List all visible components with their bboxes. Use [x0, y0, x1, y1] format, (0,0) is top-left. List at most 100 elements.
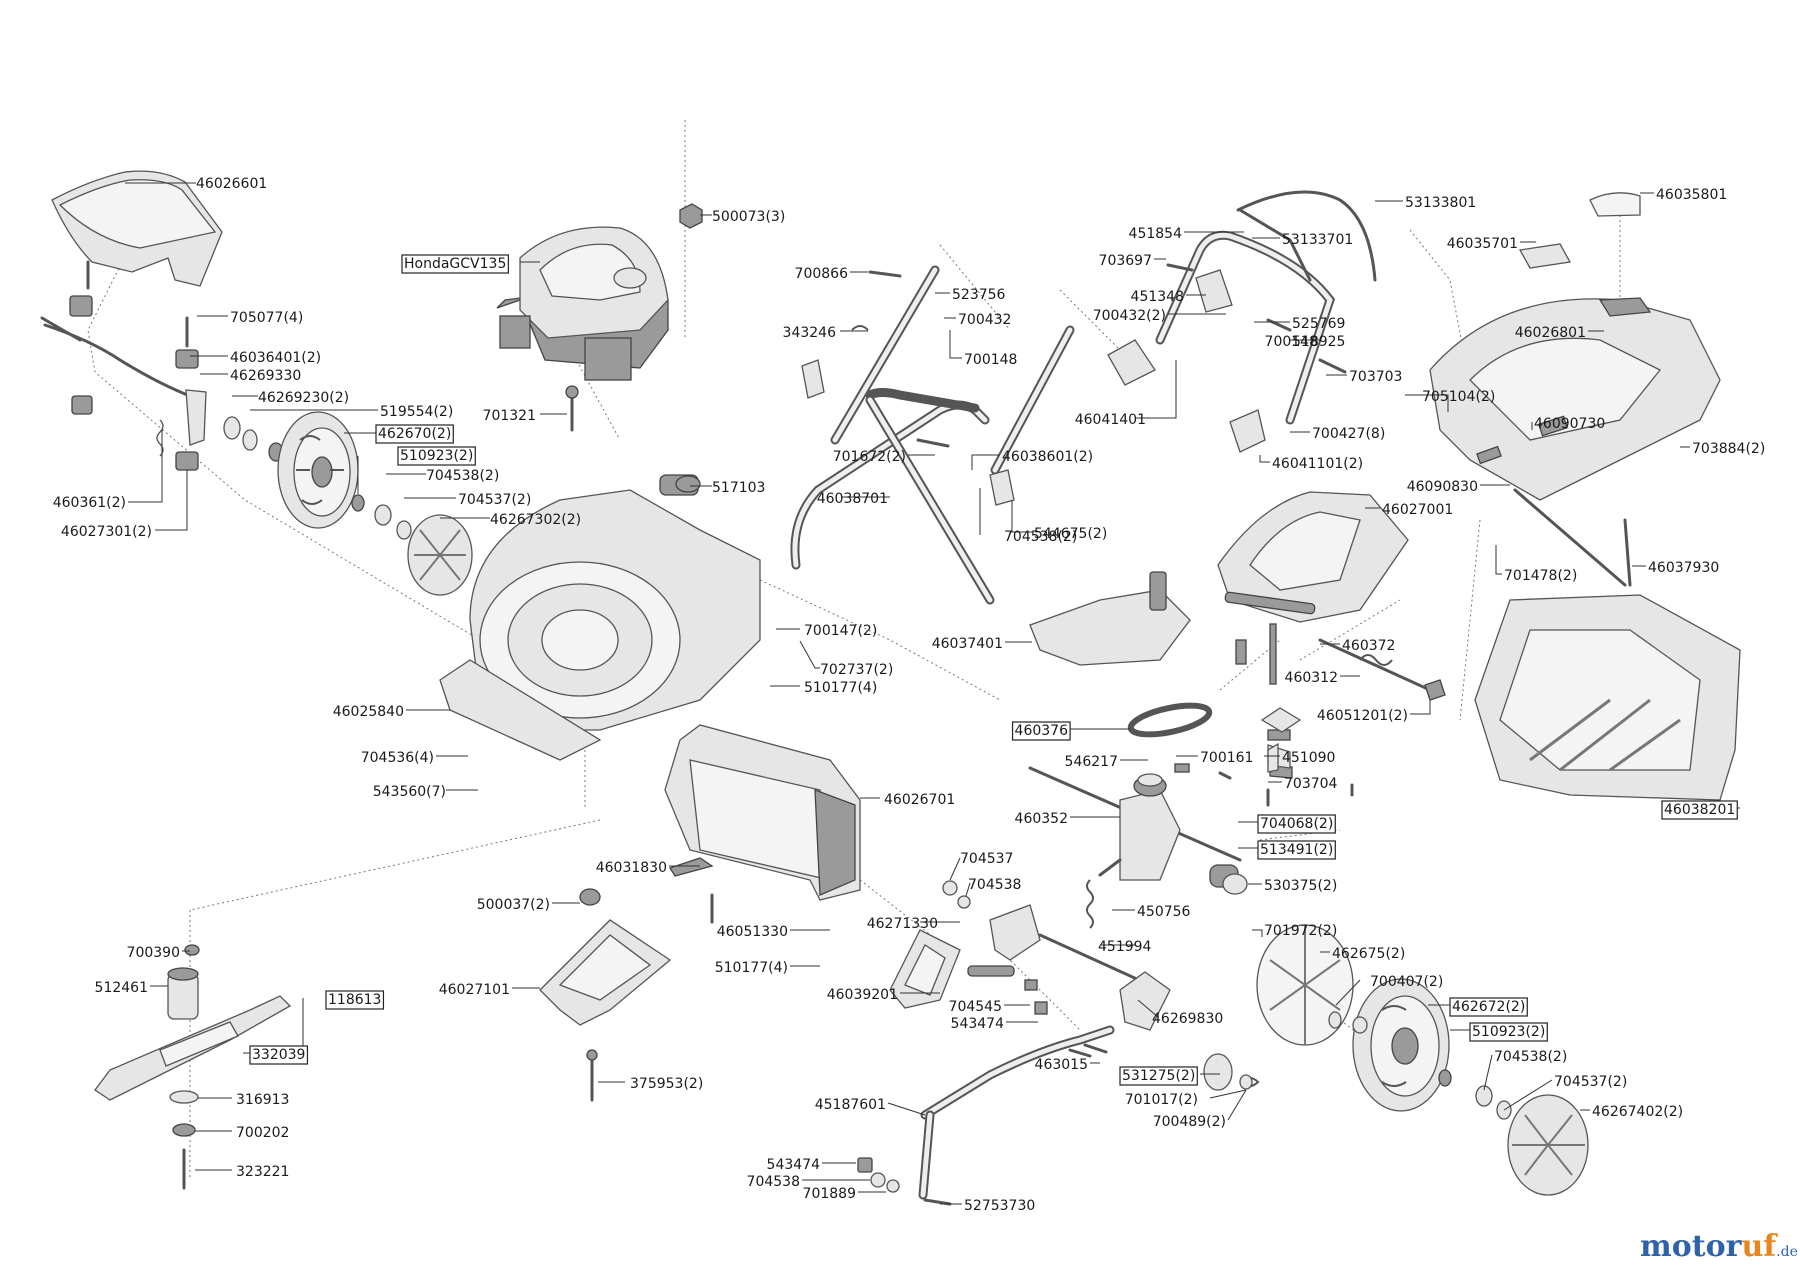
part-label: 704545 — [949, 999, 1002, 1015]
part-number-text: 704538(2) — [1004, 529, 1077, 545]
part-number-text: 700427(8) — [1312, 426, 1385, 442]
part-label: 701672(2) — [833, 449, 906, 465]
part-number-text: 546217 — [1065, 754, 1118, 770]
part-label: 525769 — [1292, 316, 1345, 332]
part-label: 701889 — [803, 1186, 856, 1202]
part-number-text: 462672(2) — [1452, 999, 1525, 1015]
part-label: 703884(2) — [1692, 441, 1765, 457]
part-label: 510923(2) — [397, 446, 476, 466]
part-number-text: 704537 — [960, 851, 1013, 867]
part-label: 500037(2) — [477, 897, 550, 913]
part-number-text: 46038701 — [817, 491, 888, 507]
part-label: 702737(2) — [820, 662, 893, 678]
part-number-box — [1119, 1066, 1198, 1086]
part-label: 46041401 — [1075, 412, 1146, 428]
part-number-text: 46037401 — [932, 636, 1003, 652]
part-number-text: 46051330 — [717, 924, 788, 940]
part-label: 46031830 — [596, 860, 667, 876]
part-label: 343246 — [783, 325, 837, 341]
part-number-text: 510177(4) — [804, 680, 877, 696]
part-label: 46035701 — [1447, 236, 1518, 252]
part-number-text: 701972(2) — [1264, 923, 1337, 939]
part-label: 462672(2) — [1449, 997, 1528, 1017]
part-number-text: 46041401 — [1075, 412, 1146, 428]
part-label: 700407(2) — [1370, 974, 1443, 990]
part-number-text: 46038601(2) — [1002, 449, 1093, 465]
part-number-text: 323221 — [236, 1164, 289, 1180]
part-number-text: 118613 — [328, 992, 381, 1008]
part-label: 700148 — [964, 352, 1017, 368]
part-label: 316913 — [236, 1092, 289, 1108]
part-number-text: 700147(2) — [804, 623, 877, 639]
part-label: 451090 — [1282, 750, 1335, 766]
part-label: 510177(4) — [804, 680, 877, 696]
part-label: 704068(2) — [1257, 814, 1336, 834]
part-number-text: 500073(3) — [712, 209, 785, 225]
part-number-text: 460372 — [1342, 638, 1395, 654]
part-label: 518925 — [1292, 334, 1345, 350]
part-label: 46027101 — [439, 982, 510, 998]
part-label: 46038701 — [817, 491, 888, 507]
part-number-text: 703697 — [1099, 253, 1152, 269]
part-number-text: 700148 — [1265, 334, 1318, 350]
part-number-text: 46036401(2) — [230, 350, 321, 366]
part-number-box — [1469, 1022, 1548, 1042]
watermark-brand-accent: uf — [1741, 1229, 1778, 1264]
part-label: 451348 — [1131, 289, 1184, 305]
part-number-text: 46051201(2) — [1317, 708, 1408, 724]
part-label: 510177(4) — [715, 960, 788, 976]
part-number-text: 52753730 — [964, 1198, 1035, 1214]
part-label: 700432(2) — [1093, 308, 1166, 324]
part-number-text: 316913 — [236, 1092, 289, 1108]
leader-lines — [125, 182, 1740, 1205]
part-number-text: 46041101(2) — [1272, 456, 1363, 472]
part-number-text: 46026701 — [884, 792, 955, 808]
part-number-text: 46026601 — [196, 176, 267, 192]
part-number-text: 510923(2) — [1472, 1024, 1545, 1040]
part-number-box — [1011, 721, 1071, 741]
part-number-text: 46269230(2) — [258, 390, 349, 406]
part-number-text: 512461 — [95, 980, 148, 996]
part-label: 118613 — [325, 990, 385, 1010]
part-label: 46267302(2) — [490, 512, 581, 528]
part-number-text: 46025840 — [333, 704, 404, 720]
part-label: 52753730 — [964, 1198, 1035, 1214]
part-label: 46026701 — [884, 792, 955, 808]
part-number-text: 700202 — [236, 1125, 289, 1141]
part-label: 704538 — [968, 877, 1021, 893]
part-number-text: 705077(4) — [230, 310, 303, 326]
part-number-text: 519554(2) — [380, 404, 453, 420]
part-number-text: 462670(2) — [378, 426, 451, 442]
part-number-text: 531275(2) — [1122, 1068, 1195, 1084]
part-number-box — [249, 1045, 309, 1065]
part-label: 46269830 — [1152, 1011, 1223, 1027]
part-label: 46038201 — [1661, 800, 1738, 820]
part-label: 375953(2) — [630, 1076, 703, 1092]
part-number-text: 46269830 — [1152, 1011, 1223, 1027]
part-number-text: 513491(2) — [1260, 842, 1333, 858]
part-label: 701321 — [483, 408, 536, 424]
part-label: 46025840 — [333, 704, 404, 720]
part-label: 543474 — [951, 1016, 1005, 1032]
part-label: 531275(2) — [1119, 1066, 1198, 1086]
part-number-text: 700432(2) — [1093, 308, 1166, 324]
part-label: 543474 — [767, 1157, 821, 1173]
part-number-text: 451854 — [1129, 226, 1183, 242]
part-label: 700147(2) — [804, 623, 877, 639]
part-label: 46267402(2) — [1592, 1104, 1683, 1120]
part-number-text: 523756 — [952, 287, 1006, 303]
part-label: 704538(2) — [1004, 529, 1077, 545]
part-label: 332039 — [249, 1045, 309, 1065]
part-label: 46041101(2) — [1272, 456, 1363, 472]
part-label: 701972(2) — [1264, 923, 1337, 939]
part-label: 704536(4) — [361, 750, 434, 766]
part-label: 46026601 — [196, 176, 267, 192]
part-number-text: 705104(2) — [1422, 389, 1495, 405]
part-number-text: 46035801 — [1656, 187, 1727, 203]
part-label: 460372 — [1342, 638, 1395, 654]
part-number-text: 704068(2) — [1260, 816, 1333, 832]
part-label: 512461 — [95, 980, 148, 996]
part-label: 703704 — [1284, 776, 1338, 792]
part-number-box — [1257, 814, 1336, 834]
part-number-text: 700489(2) — [1153, 1114, 1226, 1130]
